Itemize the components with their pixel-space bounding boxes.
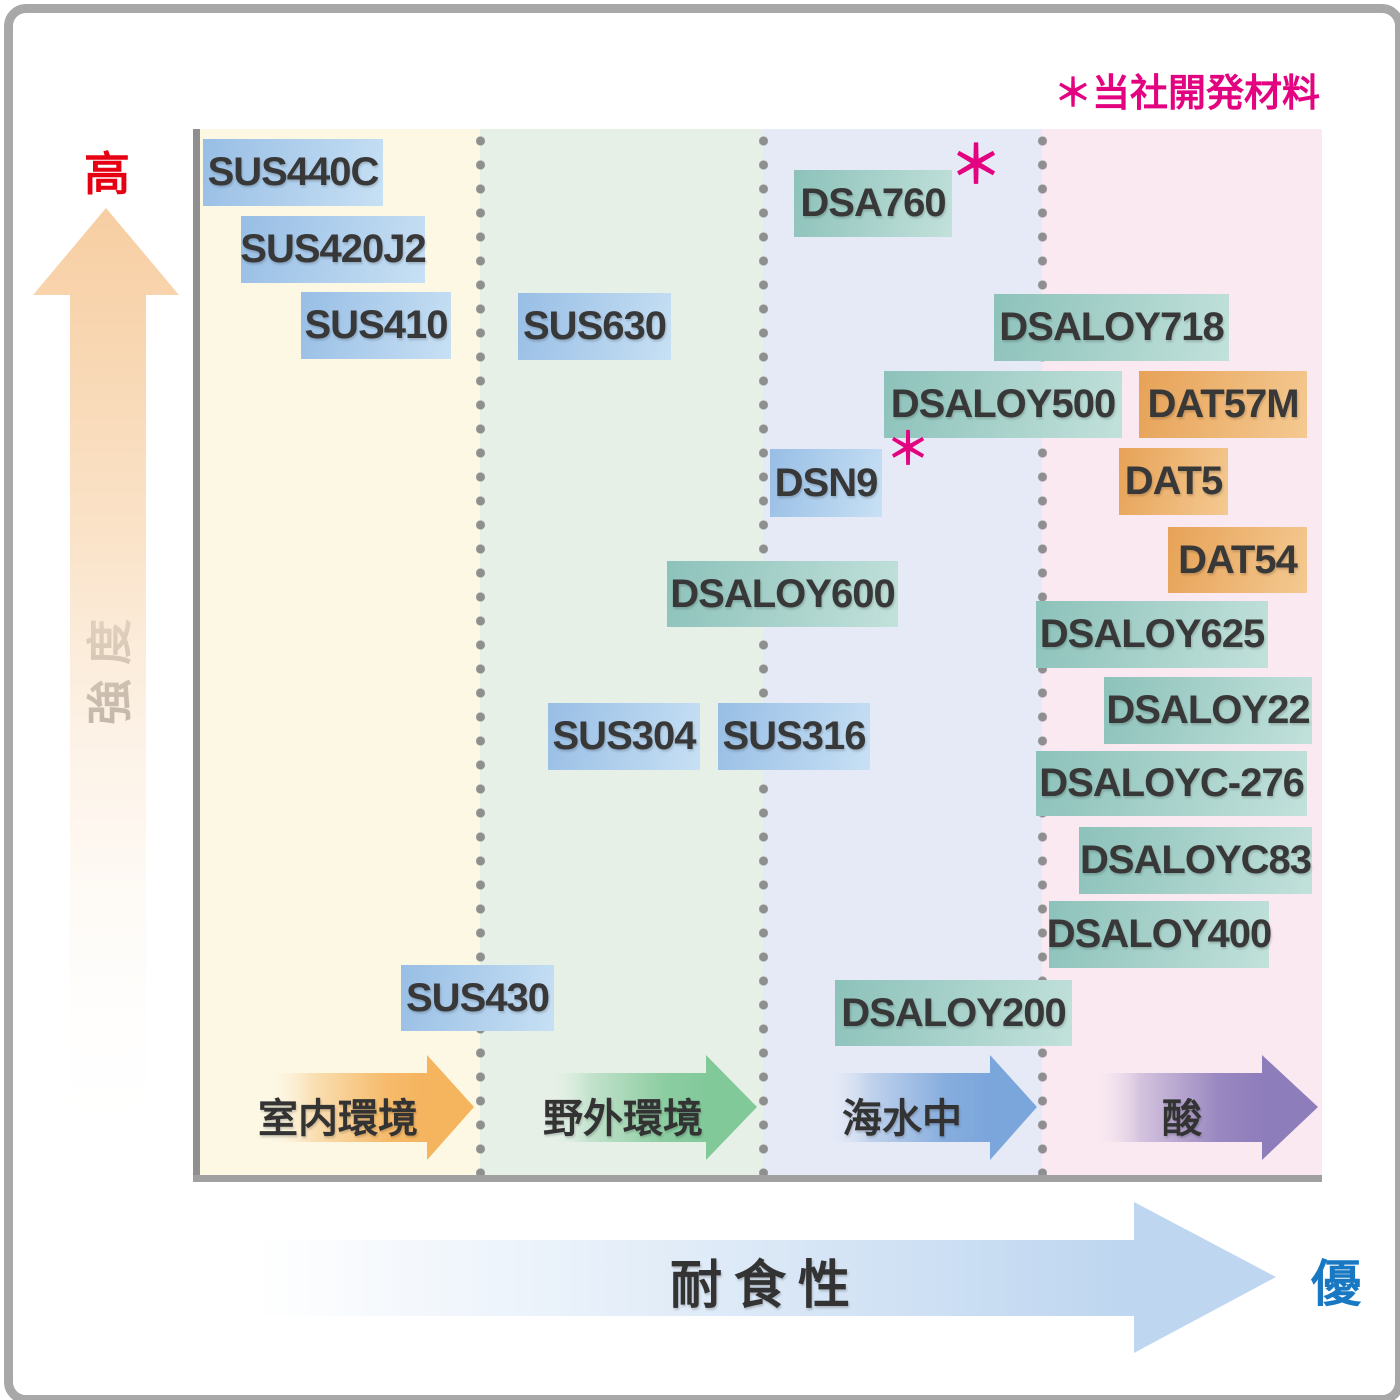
x-axis-line [193, 1175, 1322, 1182]
zone-separator-dotted-line [475, 129, 485, 1175]
x-axis-title: 耐食性 [669, 1257, 862, 1315]
strength-high-label: 高 [84, 148, 130, 200]
zone-separator-dotted-line [1037, 129, 1047, 1175]
zone-separator-dotted-line [758, 129, 768, 1175]
zone-4 [1042, 129, 1322, 1175]
zone-2 [480, 129, 763, 1175]
zone-3 [763, 129, 1042, 1175]
plot-area [193, 129, 1322, 1175]
developed-materials-legend: ＊当社開発材料 [1053, 73, 1320, 115]
y-axis-line [193, 129, 200, 1182]
zone-1 [200, 129, 480, 1175]
corrosion-excellent-label: 優 [1311, 1256, 1361, 1312]
y-axis-title: 強度 [84, 605, 136, 725]
